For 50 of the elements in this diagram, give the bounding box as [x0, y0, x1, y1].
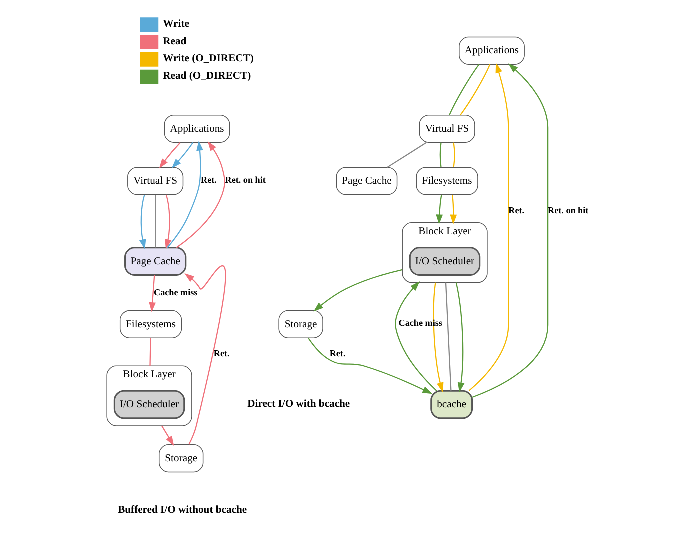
- arrow: [159, 142, 181, 169]
- arrow: [172, 142, 194, 169]
- node-box: I/O Scheduler: [114, 390, 186, 420]
- node-box: Storage: [159, 444, 204, 473]
- node-box: bcache: [430, 390, 474, 420]
- arrow: [161, 426, 174, 446]
- edge-label: Ret.: [330, 348, 346, 359]
- node-box: Applications: [164, 114, 230, 143]
- connector: [453, 142, 456, 168]
- connector: [445, 282, 452, 391]
- arrow: [314, 269, 403, 312]
- arrow: [167, 140, 204, 248]
- legend-label: Write: [163, 18, 190, 30]
- label: Direct I/O with bcache: [248, 398, 350, 410]
- arrow: [472, 64, 549, 398]
- arrow: [184, 266, 226, 445]
- arrow: [436, 194, 444, 225]
- connector: [460, 64, 491, 116]
- connector: [387, 142, 428, 168]
- node-box: Filesystems: [120, 310, 182, 338]
- connector: [440, 142, 442, 168]
- arrow: [468, 63, 510, 392]
- arrow: [456, 282, 465, 393]
- arrow: [308, 338, 433, 394]
- node-box: I/O Scheduler: [409, 247, 481, 276]
- arrow: [450, 194, 458, 225]
- legend-label: Read: [163, 36, 187, 48]
- edge-label: Ret.: [201, 174, 217, 185]
- arrow: [164, 194, 172, 250]
- node-box: Page Cache: [336, 167, 398, 196]
- edge-label: Cache miss: [154, 287, 198, 298]
- node-box: Applications: [459, 36, 525, 65]
- connector: [449, 64, 480, 116]
- legend-label: Read (O_DIRECT): [163, 71, 252, 82]
- arrow: [139, 194, 146, 250]
- edge-label: Ret. on hit: [225, 174, 266, 185]
- legend-label: Write (O_DIRECT): [163, 54, 254, 65]
- node-box: Storage: [278, 310, 324, 338]
- node-box: Virtual FS: [128, 167, 184, 196]
- label: Buffered I/O without bcache: [118, 504, 248, 516]
- node-box: Virtual FS: [419, 114, 476, 143]
- node-box: Page Cache: [124, 247, 187, 276]
- arrow: [149, 275, 156, 312]
- arrow: [433, 282, 444, 393]
- node-box: Filesystems: [416, 167, 478, 196]
- arrow: [395, 282, 438, 392]
- connector: [155, 195, 156, 248]
- connector: [150, 338, 152, 366]
- edge-label: Ret.: [214, 348, 230, 359]
- arrow: [176, 141, 226, 248]
